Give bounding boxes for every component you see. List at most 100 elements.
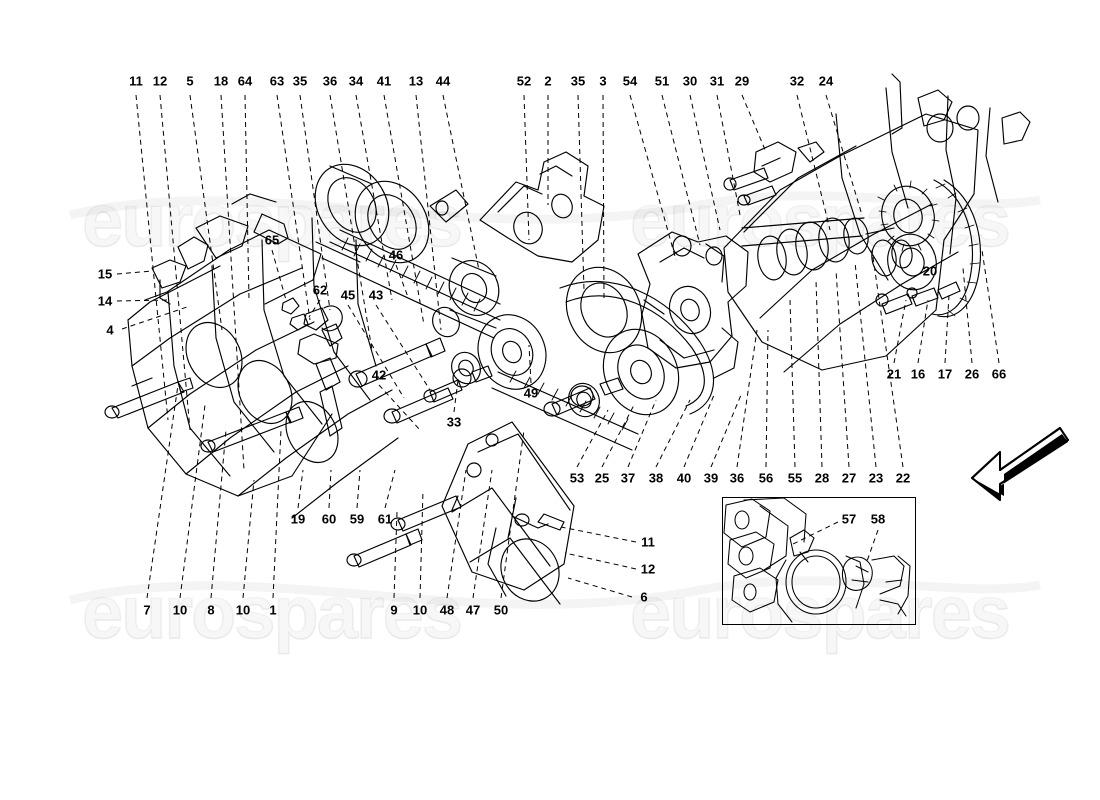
- callout-number-29[interactable]: 29: [734, 73, 750, 89]
- callout-number-57[interactable]: 57: [841, 511, 857, 527]
- callout-number-32[interactable]: 32: [789, 73, 805, 89]
- leader-line-48: [446, 469, 467, 599]
- callout-number-43[interactable]: 43: [368, 287, 384, 303]
- callout-number-36[interactable]: 36: [322, 73, 338, 89]
- leader-line-61: [384, 469, 396, 509]
- callout-number-65[interactable]: 65: [264, 232, 280, 248]
- callout-number-1[interactable]: 1: [269, 602, 277, 618]
- callout-number-63[interactable]: 63: [269, 73, 285, 89]
- leader-line-45: [347, 304, 405, 399]
- callout-number-8[interactable]: 8: [207, 602, 215, 618]
- callout-number-56[interactable]: 56: [758, 470, 774, 486]
- callout-number-37[interactable]: 37: [620, 470, 636, 486]
- leader-line-43: [375, 304, 431, 391]
- callout-number-48[interactable]: 48: [439, 602, 455, 618]
- callout-number-51[interactable]: 51: [654, 73, 670, 89]
- leader-line-36: [329, 94, 373, 351]
- callout-number-59[interactable]: 59: [349, 511, 365, 527]
- callout-number-30[interactable]: 30: [682, 73, 698, 89]
- callout-number-11[interactable]: 11: [129, 73, 143, 89]
- callout-number-31[interactable]: 31: [709, 73, 725, 89]
- callout-number-64[interactable]: 64: [237, 73, 253, 89]
- leader-line-21: [893, 299, 907, 364]
- callout-number-10[interactable]: 10: [412, 602, 428, 618]
- callout-number-24[interactable]: 24: [818, 73, 834, 89]
- callout-number-2[interactable]: 2: [544, 73, 552, 89]
- callout-number-35[interactable]: 35: [292, 73, 308, 89]
- leader-line-50: [500, 429, 525, 599]
- callout-number-5[interactable]: 5: [186, 73, 194, 89]
- callout-number-53[interactable]: 53: [569, 470, 585, 486]
- callout-number-10[interactable]: 10: [172, 602, 188, 618]
- callout-number-14[interactable]: 14: [97, 293, 113, 309]
- leader-line-4: [121, 305, 191, 330]
- callout-number-44[interactable]: 44: [435, 73, 451, 89]
- callout-number-38[interactable]: 38: [648, 470, 664, 486]
- callout-number-21[interactable]: 21: [886, 366, 902, 382]
- callout-number-52[interactable]: 52: [516, 73, 532, 89]
- callout-number-19[interactable]: 19: [290, 511, 306, 527]
- callout-number-61[interactable]: 61: [377, 511, 393, 527]
- callout-number-26[interactable]: 26: [964, 366, 980, 382]
- callout-number-62[interactable]: 62: [312, 282, 328, 298]
- callout-number-47[interactable]: 47: [465, 602, 481, 618]
- bolt-group-45-43: [348, 337, 454, 424]
- callout-number-25[interactable]: 25: [594, 470, 610, 486]
- leader-line-12: [159, 94, 191, 431]
- callout-number-41[interactable]: 41: [376, 73, 392, 89]
- leader-line-35: [299, 94, 331, 311]
- leader-line-51: [661, 94, 701, 246]
- leader-line-10: [419, 489, 424, 599]
- leader-line-11: [560, 526, 637, 543]
- right-engine-block: [723, 73, 1031, 373]
- callout-number-27[interactable]: 27: [841, 470, 857, 486]
- callout-number-54[interactable]: 54: [622, 73, 638, 89]
- callout-number-23[interactable]: 23: [868, 470, 884, 486]
- callout-number-55[interactable]: 55: [787, 470, 803, 486]
- leader-line-13: [415, 94, 442, 331]
- callout-number-4[interactable]: 4: [106, 322, 114, 338]
- leader-line-52: [523, 94, 530, 241]
- callout-number-36[interactable]: 36: [729, 470, 745, 486]
- callout-number-33[interactable]: 33: [446, 414, 462, 430]
- callout-number-22[interactable]: 22: [895, 470, 911, 486]
- callout-number-11[interactable]: 11: [641, 534, 655, 550]
- callout-number-17[interactable]: 17: [937, 366, 953, 382]
- callout-number-40[interactable]: 40: [676, 470, 692, 486]
- callout-number-28[interactable]: 28: [814, 470, 830, 486]
- callout-number-18[interactable]: 18: [213, 73, 229, 89]
- callout-number-60[interactable]: 60: [321, 511, 337, 527]
- callout-number-12[interactable]: 12: [152, 73, 168, 89]
- callout-number-10[interactable]: 10: [235, 602, 251, 618]
- callout-number-42[interactable]: 42: [371, 367, 387, 383]
- callout-number-46[interactable]: 46: [388, 247, 404, 263]
- callout-number-50[interactable]: 50: [493, 602, 509, 618]
- callout-number-9[interactable]: 9: [390, 602, 398, 618]
- callout-number-49[interactable]: 49: [523, 385, 539, 401]
- callout-number-39[interactable]: 39: [703, 470, 719, 486]
- callout-number-45[interactable]: 45: [340, 287, 356, 303]
- callout-number-3[interactable]: 3: [599, 73, 607, 89]
- callout-number-34[interactable]: 34: [348, 73, 364, 89]
- callout-number-16[interactable]: 16: [910, 366, 926, 382]
- callout-number-66[interactable]: 66: [991, 366, 1007, 382]
- leader-line-25: [601, 404, 635, 468]
- callout-number-20[interactable]: 20: [922, 263, 938, 279]
- callout-number-13[interactable]: 13: [408, 73, 424, 89]
- watermark-text: eurospares: [81, 570, 464, 655]
- watermark-text: eurospares: [629, 570, 1012, 655]
- callout-number-12[interactable]: 12: [640, 561, 656, 577]
- leader-line-24: [825, 94, 863, 216]
- callout-number-35[interactable]: 35: [570, 73, 586, 89]
- callout-number-6[interactable]: 6: [640, 589, 648, 605]
- callout-number-7[interactable]: 7: [143, 602, 151, 618]
- detail-inset-box: [722, 497, 916, 625]
- leader-line-56: [765, 329, 769, 468]
- leader-line-1: [272, 429, 282, 599]
- callout-number-58[interactable]: 58: [870, 511, 886, 527]
- callout-number-15[interactable]: 15: [97, 266, 113, 282]
